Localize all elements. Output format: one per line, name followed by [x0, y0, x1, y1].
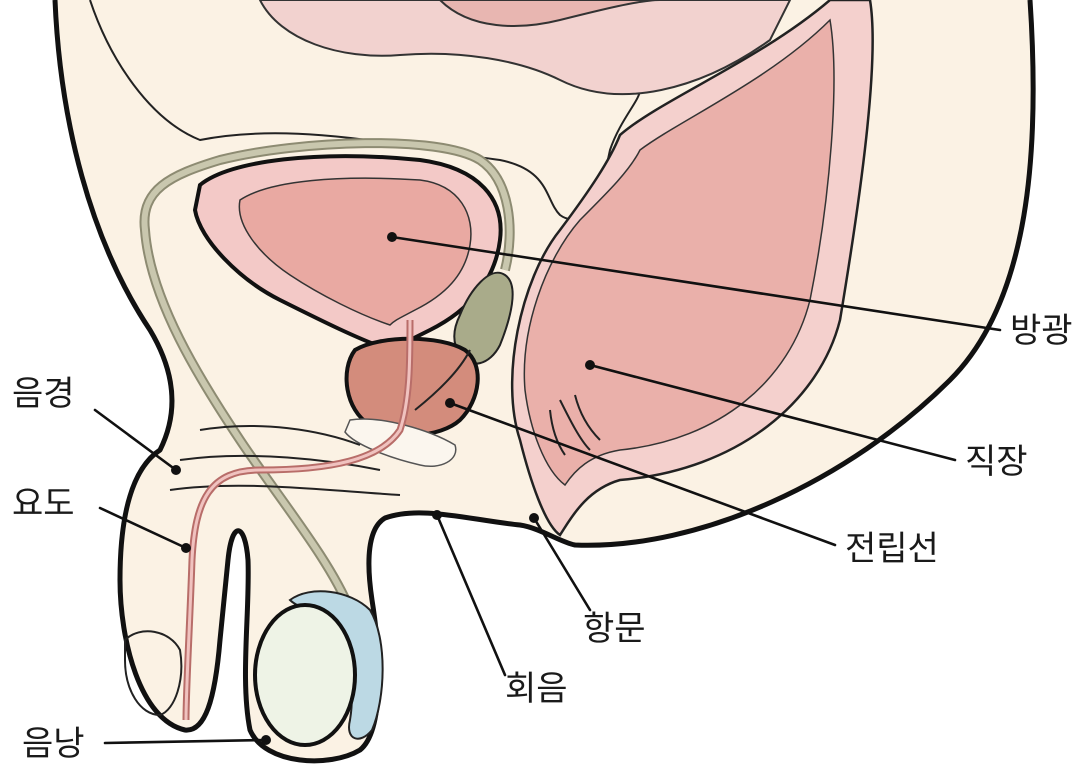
label-anus: 항문	[583, 609, 646, 649]
label-bladder: 방광	[1010, 311, 1073, 351]
label-perineum: 회음	[505, 669, 568, 709]
label-scrotum: 음낭	[22, 724, 85, 764]
label-urethra: 요도	[12, 484, 75, 524]
label-rectum: 직장	[965, 442, 1028, 482]
label-penis: 음경	[12, 374, 75, 414]
testis	[255, 605, 355, 745]
label-prostate: 전립선	[845, 529, 939, 569]
